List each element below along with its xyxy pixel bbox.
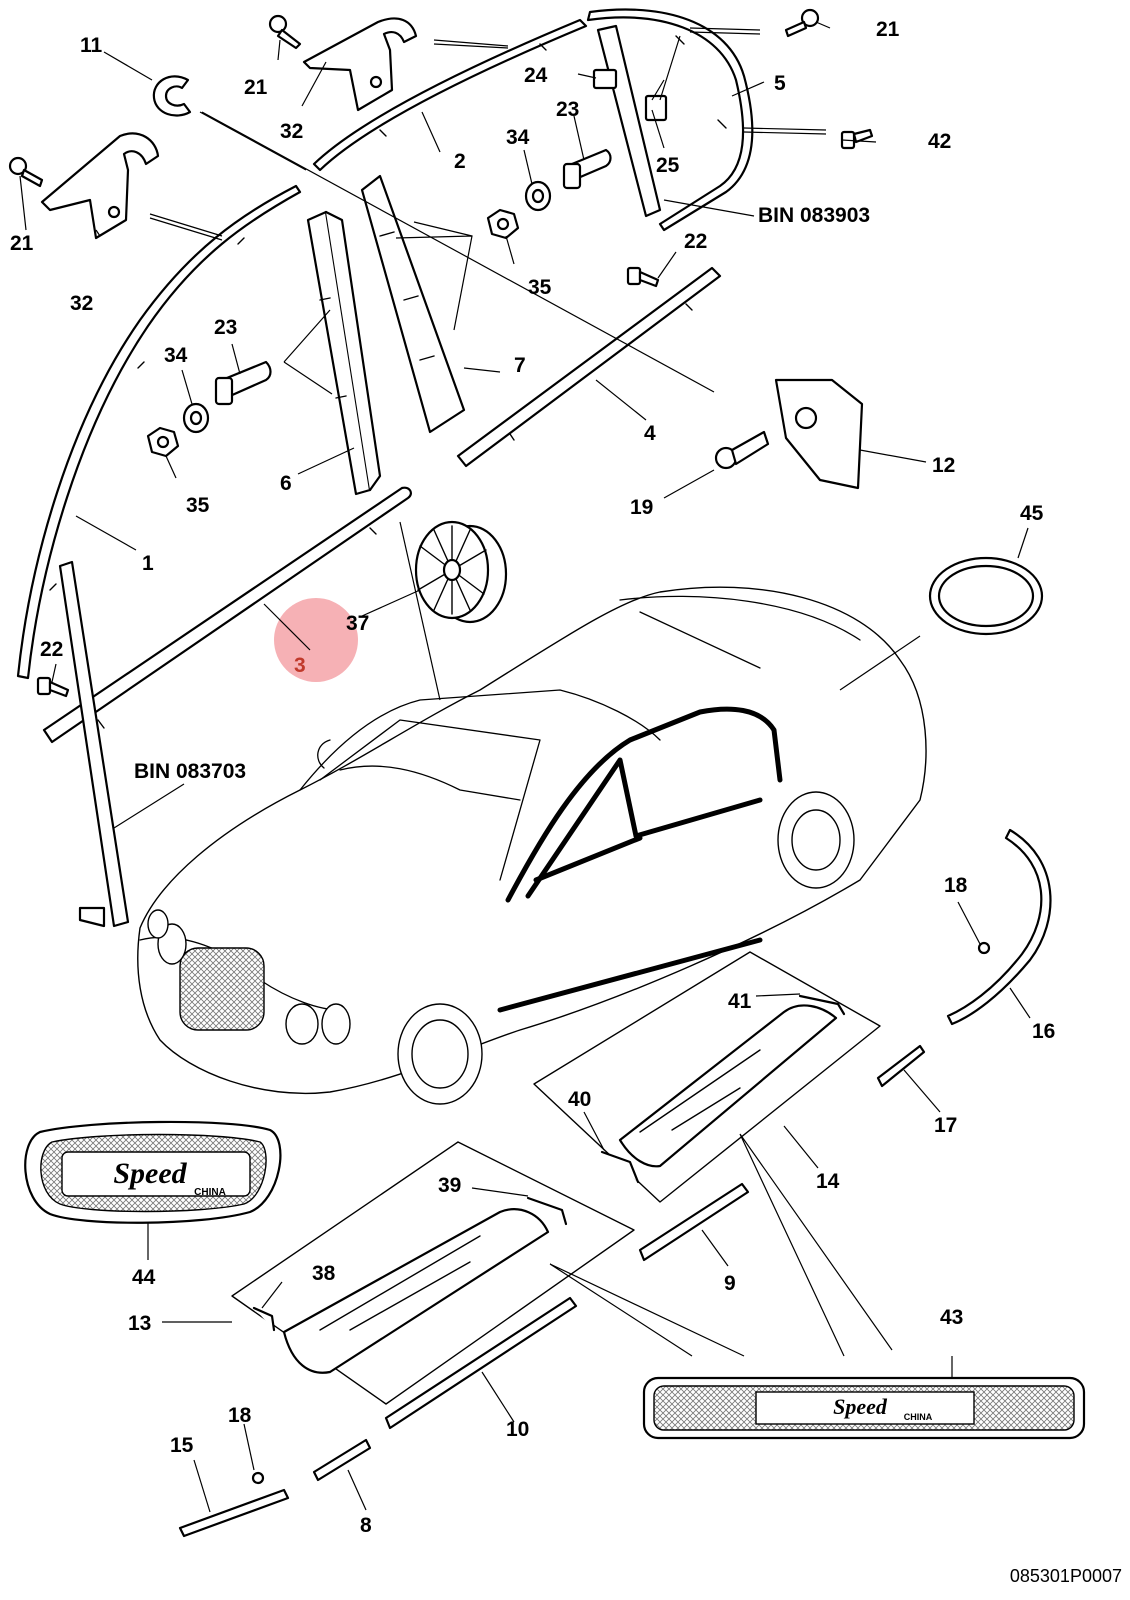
part-23-bolt-right — [562, 148, 612, 190]
part-4-belt-trim-rear — [456, 266, 722, 468]
label-23-left: 23 — [214, 316, 237, 339]
label-43: 43 — [940, 1306, 963, 1329]
label-44: 44 — [132, 1266, 156, 1289]
part-14-rear-sill-group — [533, 951, 881, 1203]
part-45-seal — [928, 556, 1044, 636]
part-42-screw — [840, 128, 874, 150]
part-16-rear-bumper-trim — [946, 828, 1052, 1026]
part-13-front-sill-group — [231, 1141, 635, 1405]
part-9-trim-strip — [638, 1182, 750, 1262]
leader-lines — [19, 21, 1031, 1513]
part-3-belt-trim-front — [42, 486, 412, 744]
badge-sub: CHINA — [194, 1187, 226, 1198]
label-3: 3 — [294, 654, 306, 677]
part-35-nut-left — [146, 426, 180, 458]
label-19: 19 — [630, 496, 653, 519]
label-18-left: 18 — [228, 1404, 252, 1427]
label-14: 14 — [816, 1170, 840, 1193]
part-11-clip — [152, 75, 192, 117]
label-23-right: 23 — [556, 98, 579, 121]
label-21-top: 21 — [244, 76, 268, 99]
part-7-b-pillar-rear — [360, 174, 466, 434]
label-22-upper: 22 — [684, 230, 707, 253]
part-15-trim — [178, 1488, 290, 1538]
label-41: 41 — [728, 990, 752, 1013]
part-2-upper-roof-trim — [312, 18, 588, 172]
part-34-washer-right — [524, 180, 552, 212]
label-37: 37 — [346, 612, 369, 635]
part-front-lower-pillar-trim — [58, 560, 130, 928]
part-21-screw-top — [268, 14, 302, 50]
label-32-left: 32 — [70, 292, 93, 315]
label-15: 15 — [170, 1434, 194, 1457]
part-43-sill-plate: Speed CHINA — [642, 1376, 1086, 1440]
part-44-badge: Speed CHINA — [24, 1120, 282, 1224]
part-37-cap — [414, 520, 508, 624]
part-18-clip-left — [251, 1471, 265, 1485]
part-22-screw-upper — [626, 266, 660, 288]
label-9: 9 — [724, 1272, 736, 1295]
part-21-screw-left — [8, 156, 44, 188]
bin-083903: BIN 083903 — [758, 204, 870, 227]
part-21-screw-right — [784, 8, 820, 38]
badge-word: Speed — [113, 1157, 187, 1190]
part-6-b-pillar-front — [306, 210, 382, 496]
label-21-left: 21 — [10, 232, 34, 255]
callout-labels: 11 21 32 2 21 24 23 5 34 25 42 BIN 08390… — [10, 18, 1122, 1586]
part-18-clip-right — [977, 941, 991, 955]
label-11: 11 — [80, 34, 103, 57]
label-39: 39 — [438, 1174, 461, 1197]
label-13: 13 — [128, 1312, 151, 1335]
part-22-screw-lower — [36, 676, 70, 698]
label-35-right: 35 — [528, 276, 552, 299]
part-32-bracket-left — [40, 132, 160, 240]
part-12-cover — [774, 378, 864, 490]
label-16: 16 — [1032, 1020, 1055, 1043]
label-5: 5 — [774, 72, 786, 95]
part-5-rear-frame-trim — [586, 8, 754, 232]
label-38: 38 — [312, 1262, 336, 1285]
part-17-trim — [876, 1044, 926, 1088]
part-8-trim — [312, 1438, 372, 1482]
highlight-marker — [274, 598, 358, 682]
label-10: 10 — [506, 1418, 529, 1441]
label-7: 7 — [514, 354, 526, 377]
label-34-left: 34 — [164, 344, 188, 367]
car-illustration — [137, 586, 927, 1105]
label-22-lower: 22 — [40, 638, 63, 661]
label-8: 8 — [360, 1514, 372, 1537]
label-35-left: 35 — [186, 494, 210, 517]
document-id: 085301P0007 — [1010, 1566, 1122, 1586]
label-25: 25 — [656, 154, 680, 177]
part-10-trim-strip — [384, 1296, 578, 1430]
label-32-top: 32 — [280, 120, 303, 143]
label-18-right: 18 — [944, 874, 968, 897]
label-6: 6 — [280, 472, 292, 495]
sill-word: Speed — [833, 1394, 888, 1419]
label-17: 17 — [934, 1114, 957, 1137]
part-19-screw — [714, 430, 770, 470]
part-24-clip — [592, 68, 618, 90]
label-4: 4 — [644, 422, 656, 445]
label-42: 42 — [928, 130, 951, 153]
label-24: 24 — [524, 64, 548, 87]
part-1-front-frame-trim — [16, 184, 302, 680]
part-35-nut-right — [486, 208, 520, 240]
label-21-right: 21 — [876, 18, 900, 41]
part-34-washer-left — [182, 402, 210, 434]
label-34-right: 34 — [506, 126, 530, 149]
label-2: 2 — [454, 150, 466, 173]
sill-sub: CHINA — [904, 1412, 933, 1422]
part-23-bolt-left — [214, 360, 272, 406]
label-45: 45 — [1020, 502, 1044, 525]
label-12: 12 — [932, 454, 955, 477]
part-32-bracket-top — [302, 17, 418, 112]
bin-083703: BIN 083703 — [134, 760, 246, 783]
label-40: 40 — [568, 1088, 591, 1111]
label-1: 1 — [142, 552, 154, 575]
